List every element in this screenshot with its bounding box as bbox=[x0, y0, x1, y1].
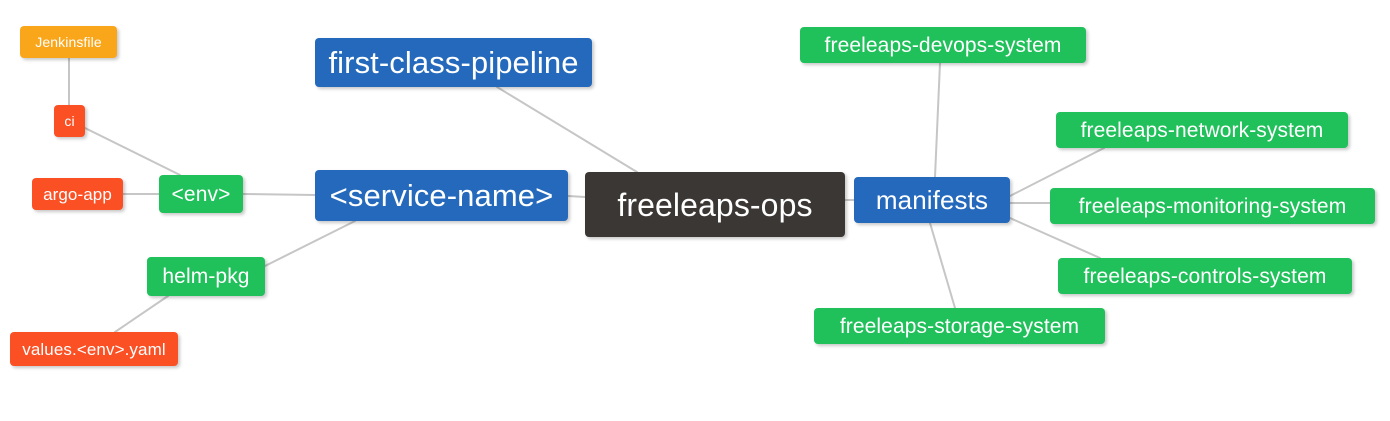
node-label: freeleaps-monitoring-system bbox=[1078, 194, 1347, 218]
node-ci[interactable]: ci bbox=[54, 105, 85, 137]
node-label: helm-pkg bbox=[162, 265, 250, 288]
edge-manifests-to-controls-system bbox=[1009, 217, 1101, 259]
node-freeleaps-ops[interactable]: freeleaps-ops bbox=[585, 172, 845, 237]
node-label: values.<env>.yaml bbox=[22, 339, 166, 359]
edge-manifests-to-storage-system bbox=[929, 222, 956, 309]
node-storage-system[interactable]: freeleaps-storage-system bbox=[814, 308, 1105, 344]
edge-manifests-to-network-system bbox=[1009, 147, 1105, 197]
node-network-system[interactable]: freeleaps-network-system bbox=[1056, 112, 1348, 148]
node-label: freeleaps-storage-system bbox=[839, 314, 1080, 338]
node-label: first-class-pipeline bbox=[328, 45, 579, 80]
node-label: <service-name> bbox=[329, 178, 554, 213]
node-values-yaml[interactable]: values.<env>.yaml bbox=[10, 332, 178, 366]
node-argo-app[interactable]: argo-app bbox=[32, 178, 123, 210]
node-jenkinsfile[interactable]: Jenkinsfile bbox=[20, 26, 117, 58]
edge-service-name-to-helm-pkg bbox=[264, 220, 356, 267]
node-env[interactable]: <env> bbox=[159, 175, 243, 213]
node-label: <env> bbox=[171, 182, 231, 206]
node-manifests[interactable]: manifests bbox=[854, 177, 1010, 223]
node-label: manifests bbox=[875, 185, 989, 215]
node-service-name[interactable]: <service-name> bbox=[315, 170, 568, 221]
edge-service-name-to-freeleaps-ops bbox=[567, 195, 586, 198]
node-controls-system[interactable]: freeleaps-controls-system bbox=[1058, 258, 1352, 294]
node-label: freeleaps-devops-system bbox=[824, 33, 1062, 57]
edge-ci-to-env bbox=[84, 127, 181, 176]
edge-first-class-pipeline-to-freeleaps-ops bbox=[496, 86, 638, 173]
node-label: Jenkinsfile bbox=[35, 34, 102, 50]
edge-helm-pkg-to-values-yaml bbox=[114, 295, 169, 333]
node-devops-system[interactable]: freeleaps-devops-system bbox=[800, 27, 1086, 63]
node-label: argo-app bbox=[43, 184, 112, 204]
edge-env-to-service-name bbox=[242, 193, 316, 196]
node-label: freeleaps-controls-system bbox=[1083, 264, 1327, 288]
node-label: freeleaps-ops bbox=[617, 186, 813, 223]
node-label: ci bbox=[64, 113, 75, 129]
node-helm-pkg[interactable]: helm-pkg bbox=[147, 257, 265, 296]
node-monitoring-system[interactable]: freeleaps-monitoring-system bbox=[1050, 188, 1375, 224]
node-first-class-pipeline[interactable]: first-class-pipeline bbox=[315, 38, 592, 87]
edge-manifests-to-devops-system bbox=[934, 62, 941, 178]
node-label: freeleaps-network-system bbox=[1080, 118, 1324, 142]
